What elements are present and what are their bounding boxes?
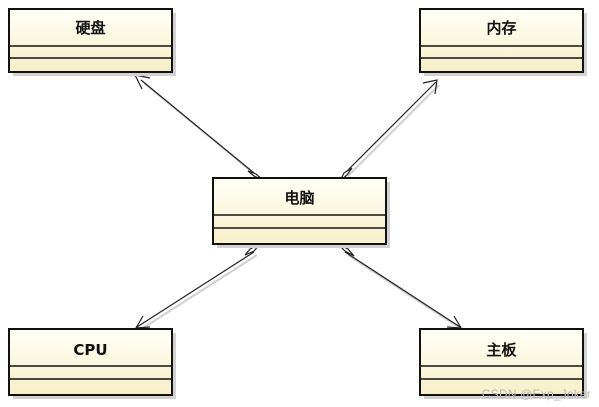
class-box-memory[interactable]: 内存	[419, 8, 587, 76]
connector-disk	[133, 74, 264, 181]
class-name-computer: 电脑	[284, 189, 314, 207]
arrowhead	[422, 79, 438, 95]
watermark: CSDN @Exp_Joker	[481, 387, 591, 401]
class-name-memory: 内存	[486, 19, 516, 37]
class-box-computer[interactable]: 电脑	[212, 177, 390, 248]
class-name-disk: 硬盘	[75, 19, 105, 37]
class-box-cpu[interactable]: CPU	[8, 328, 176, 399]
class-name-cpu: CPU	[73, 341, 107, 359]
connector-cpu	[134, 243, 261, 331]
connector-memory	[339, 79, 440, 182]
class-box-disk[interactable]: 硬盘	[8, 8, 176, 76]
connector-mainboard	[337, 243, 464, 331]
class-name-mainboard: 主板	[486, 341, 517, 359]
class-box-mainboard[interactable]: 主板	[419, 328, 587, 399]
